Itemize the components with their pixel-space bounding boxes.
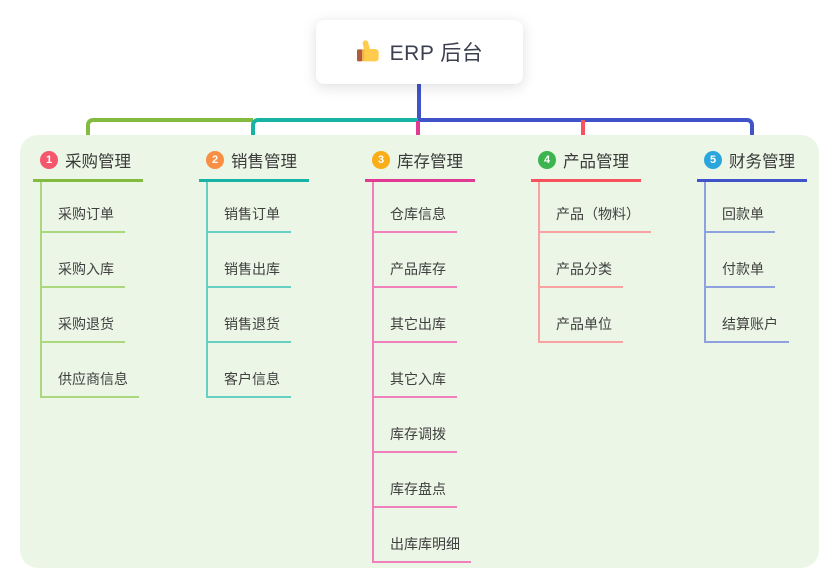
branch-title-finance[interactable]: 5 财务管理 xyxy=(697,148,807,182)
branch-sales: 2 销售管理 销售订单 销售出库 销售退货 客户信息 xyxy=(199,148,309,398)
branch-number-badge: 5 xyxy=(704,151,722,169)
child-label: 采购入库 xyxy=(58,261,114,277)
child-node[interactable]: 库存调拨 xyxy=(374,398,457,453)
child-node[interactable]: 供应商信息 xyxy=(42,343,139,398)
branch-children-sales: 销售订单 销售出库 销售退货 客户信息 xyxy=(206,182,309,398)
child-label: 销售退货 xyxy=(224,316,280,332)
connector-branch-5 xyxy=(418,118,754,145)
root-node[interactable]: ERP 后台 xyxy=(316,20,523,84)
child-node[interactable]: 付款单 xyxy=(706,233,775,288)
connector-branch-3-drop xyxy=(416,121,420,145)
mindmap-container xyxy=(20,135,819,568)
child-label: 销售出库 xyxy=(224,261,280,277)
child-node[interactable]: 回款单 xyxy=(706,182,775,233)
child-node[interactable]: 产品库存 xyxy=(374,233,457,288)
child-label: 销售订单 xyxy=(224,206,280,222)
child-label: 供应商信息 xyxy=(58,371,128,387)
branch-finance: 5 财务管理 回款单 付款单 结算账户 xyxy=(697,148,807,343)
child-node[interactable]: 其它入库 xyxy=(374,343,457,398)
branch-inventory: 3 库存管理 仓库信息 产品库存 其它出库 其它入库 库存调拨 库存盘点 出库库… xyxy=(365,148,475,563)
branch-label: 库存管理 xyxy=(397,153,463,171)
child-label: 产品库存 xyxy=(390,261,446,277)
branch-label: 采购管理 xyxy=(65,153,131,171)
child-label: 仓库信息 xyxy=(390,206,446,222)
branch-purchase: 1 采购管理 采购订单 采购入库 采购退货 供应商信息 xyxy=(33,148,143,398)
child-label: 客户信息 xyxy=(224,371,280,387)
branch-title-inventory[interactable]: 3 库存管理 xyxy=(365,148,475,182)
thumbs-up-icon xyxy=(356,40,380,64)
child-node[interactable]: 其它出库 xyxy=(374,288,457,343)
child-node[interactable]: 出库库明细 xyxy=(374,508,471,563)
child-node[interactable]: 采购入库 xyxy=(42,233,125,288)
child-node[interactable]: 产品单位 xyxy=(540,288,623,343)
child-label: 其它入库 xyxy=(390,371,446,387)
child-label: 库存盘点 xyxy=(390,481,446,497)
branch-number-badge: 3 xyxy=(372,151,390,169)
connector-branch-1 xyxy=(86,118,253,145)
child-node[interactable]: 结算账户 xyxy=(706,288,789,343)
child-label: 产品分类 xyxy=(556,261,612,277)
branch-children-product: 产品（物料） 产品分类 产品单位 xyxy=(538,182,651,343)
child-node[interactable]: 销售订单 xyxy=(208,182,291,233)
branch-children-finance: 回款单 付款单 结算账户 xyxy=(704,182,807,343)
branch-product: 4 产品管理 产品（物料） 产品分类 产品单位 xyxy=(531,148,651,343)
child-label: 出库库明细 xyxy=(390,536,460,552)
child-node[interactable]: 采购退货 xyxy=(42,288,125,343)
branch-title-purchase[interactable]: 1 采购管理 xyxy=(33,148,143,182)
branch-title-sales[interactable]: 2 销售管理 xyxy=(199,148,309,182)
child-node[interactable]: 产品分类 xyxy=(540,233,623,288)
branch-number-badge: 2 xyxy=(206,151,224,169)
branch-number-badge: 4 xyxy=(538,151,556,169)
branch-label: 产品管理 xyxy=(563,153,629,171)
child-node[interactable]: 库存盘点 xyxy=(374,453,457,508)
child-label: 付款单 xyxy=(722,261,764,277)
child-label: 库存调拨 xyxy=(390,426,446,442)
branch-label: 财务管理 xyxy=(729,153,795,171)
branch-title-product[interactable]: 4 产品管理 xyxy=(531,148,641,182)
child-label: 产品单位 xyxy=(556,316,612,332)
branch-number-badge: 1 xyxy=(40,151,58,169)
connector-branch-2 xyxy=(251,118,418,145)
child-node[interactable]: 产品（物料） xyxy=(540,182,651,233)
child-label: 采购订单 xyxy=(58,206,114,222)
child-label: 其它出库 xyxy=(390,316,446,332)
child-node[interactable]: 销售退货 xyxy=(208,288,291,343)
child-label: 回款单 xyxy=(722,206,764,222)
child-label: 产品（物料） xyxy=(556,206,640,222)
child-node[interactable]: 仓库信息 xyxy=(374,182,457,233)
child-node[interactable]: 销售出库 xyxy=(208,233,291,288)
connector-branch-4-drop xyxy=(581,120,585,145)
child-label: 结算账户 xyxy=(722,316,778,332)
child-node[interactable]: 客户信息 xyxy=(208,343,291,398)
branch-children-inventory: 仓库信息 产品库存 其它出库 其它入库 库存调拨 库存盘点 出库库明细 xyxy=(372,182,475,563)
root-stem-connector xyxy=(417,84,421,121)
child-label: 采购退货 xyxy=(58,316,114,332)
branch-label: 销售管理 xyxy=(231,153,297,171)
child-node[interactable]: 采购订单 xyxy=(42,182,125,233)
branch-children-purchase: 采购订单 采购入库 采购退货 供应商信息 xyxy=(40,182,143,398)
root-node-label: ERP 后台 xyxy=(389,42,484,65)
